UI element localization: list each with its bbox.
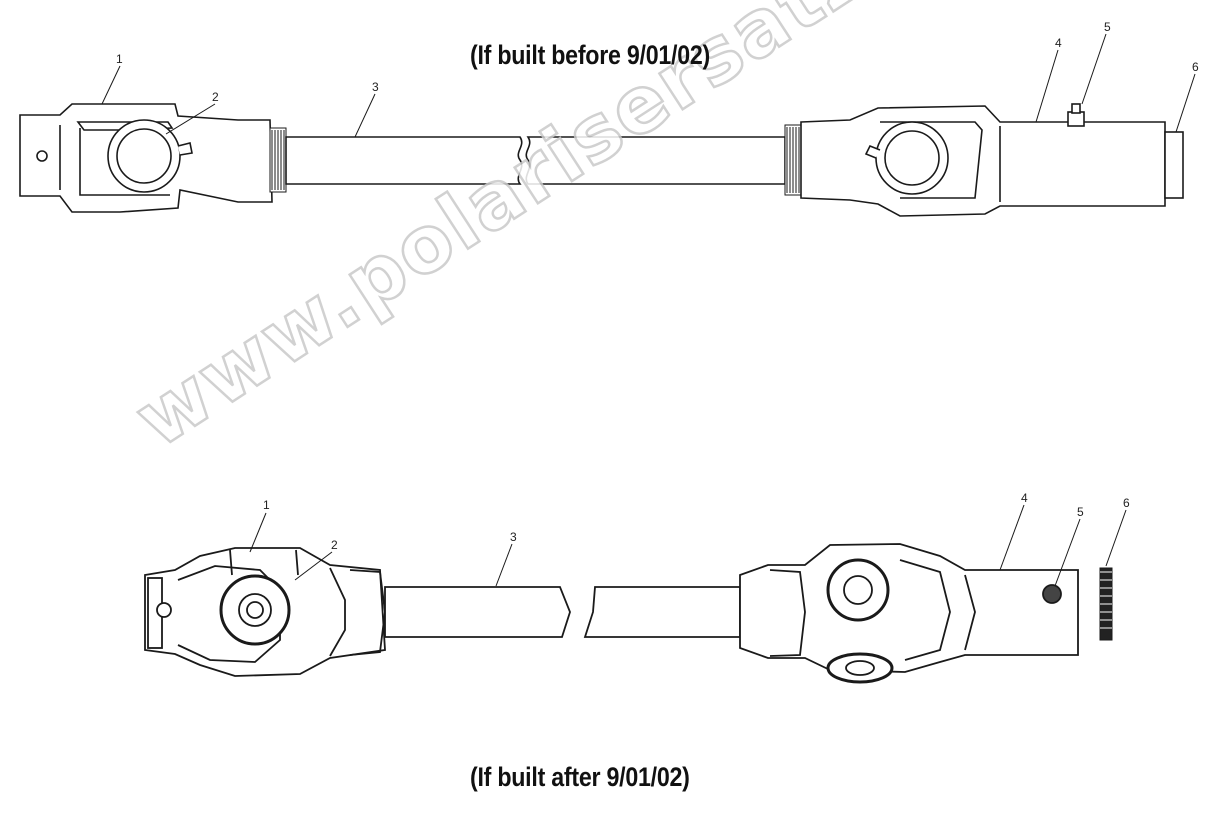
leader-lines-bottom [249,504,1127,587]
grease-fitting-bottom [1042,584,1062,604]
callout-3-top: 3 [372,80,379,94]
callout-2-top: 2 [212,90,219,104]
cross-bearing-right-top [864,121,949,195]
callout-4-bottom: 4 [1021,491,1028,505]
callout-1-bottom: 1 [263,498,270,512]
cross-bearing-left-top [107,119,193,193]
grease-fitting-top [1067,103,1085,127]
callout-6-top: 6 [1192,60,1199,74]
leader-lines-top [101,33,1196,138]
end-cap-top [1164,131,1184,199]
callout-1-top: 1 [116,52,123,66]
shaft-tube-bottom [384,586,741,638]
cross-bearing-right-bottom [826,558,894,684]
spline-right-top [784,124,802,196]
driveshaft-assembly-after [144,543,1113,684]
callout-3-bottom: 3 [510,530,517,544]
caption-before: (If built before 9/01/02) [470,40,710,70]
spline-left-top [269,127,287,193]
driveshaft-assembly-before [19,103,1184,217]
end-cap-bottom [1099,567,1113,641]
cross-bearing-left-bottom [219,574,291,646]
callout-6-bottom: 6 [1123,496,1130,510]
shaft-tube-top [285,136,786,185]
callout-2-bottom: 2 [331,538,338,552]
callout-5-top: 5 [1104,20,1111,34]
u-joint-yoke-right-top [800,105,1166,217]
caption-after: (If built after 9/01/02) [470,762,690,792]
u-joint-yoke-right-bottom [739,543,1079,673]
callout-4-top: 4 [1055,36,1062,50]
callout-5-bottom: 5 [1077,505,1084,519]
